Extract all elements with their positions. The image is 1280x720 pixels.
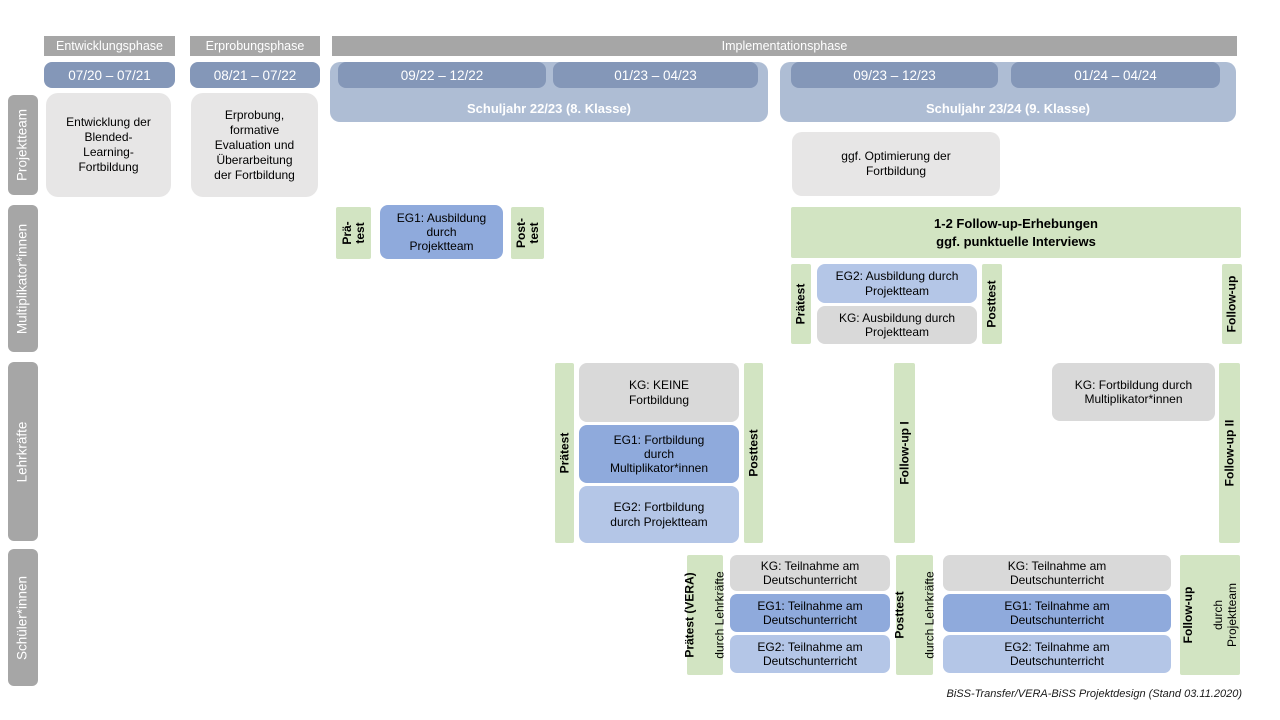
box-eg2-teilnahme-2-text: EG2: Teilnahme am Deutschunterricht	[1004, 639, 1110, 668]
schueler-praetest-vera-text: Prätest (VERA)	[682, 572, 697, 658]
schueler-praetest-vera-column: Prätest (VERA) durch Lehrkräfte	[682, 555, 727, 675]
schueler-praetest-durch-text: durch Lehrkräfte	[712, 571, 727, 659]
box-kg-keine-fortbildung-text: KG: KEINE Fortbildung	[628, 378, 690, 407]
box-eg2-fortbildung-projektteam: EG2: Fortbildung durch Projektteam	[579, 486, 739, 543]
box-ggf-optimierung-text: ggf. Optimierung der Fortbildung	[841, 149, 951, 178]
row-label-lehrkraefte-text: Lehrkräfte	[14, 421, 30, 482]
lehrkraefte-followup1-text: Follow-up I	[896, 421, 911, 485]
phase-erprobungsphase: Erprobungsphase	[190, 36, 320, 56]
row-label-projektteam: Projektteam	[8, 95, 38, 195]
box-kg-teilnahme-2: KG: Teilnahme am Deutschunterricht	[943, 555, 1171, 591]
row-label-multiplikatorinnen-text: Multiplikator*innen	[14, 223, 30, 334]
footer-caption: BiSS-Transfer/VERA-BiSS Projektdesign (S…	[946, 688, 1242, 700]
box-eg2-ausbildung-projektteam-text: EG2: Ausbildung durch Projektteam	[835, 269, 959, 298]
phase-entwicklungsphase: Entwicklungsphase	[44, 36, 175, 56]
date-range-0124-0424: 01/24 – 04/24	[1011, 62, 1220, 88]
schueler-followup-durch-text: durch Projektteam	[1211, 582, 1239, 648]
box-kg-ausbildung-projektteam: KG: Ausbildung durch Projektteam	[817, 306, 977, 344]
box-eg1-teilnahme-2: EG1: Teilnahme am Deutschunterricht	[943, 594, 1171, 632]
box-eg1-teilnahme-1: EG1: Teilnahme am Deutschunterricht	[730, 594, 890, 632]
schoolyear-label-22-23: Schuljahr 22/23 (8. Klasse)	[466, 101, 632, 116]
row-label-schuelerinnen-text: Schüler*innen	[14, 575, 30, 660]
box-eg2-ausbildung-projektteam: EG2: Ausbildung durch Projektteam	[817, 264, 977, 303]
phase-implementationsphase: Implementationsphase	[332, 36, 1237, 56]
lehrkraefte-posttest-column: Posttest	[744, 363, 763, 543]
box-eg1-ausbildung-projektteam-text: EG1: Ausbildung durch Projektteam	[396, 210, 487, 254]
date-range-0720-0721: 07/20 – 07/21	[44, 62, 175, 88]
row-label-schuelerinnen: Schüler*innen	[8, 549, 38, 686]
multiplikatoren-followup-text: Follow-up	[1224, 275, 1239, 333]
box-eg1-ausbildung-projektteam: EG1: Ausbildung durch Projektteam	[380, 205, 503, 259]
box-kg-ausbildung-projektteam-text: KG: Ausbildung durch Projektteam	[838, 310, 956, 339]
box-eg1-fortbildung-multiplikatoren-text: EG1: Fortbildung durch Multiplikator*inn…	[609, 432, 709, 476]
box-eg2-teilnahme-2: EG2: Teilnahme am Deutschunterricht	[943, 635, 1171, 673]
box-entwicklung-fortbildung-text: Entwicklung der Blended- Learning- Fortb…	[66, 115, 151, 174]
box-eg1-fortbildung-multiplikatoren: EG1: Fortbildung durch Multiplikator*inn…	[579, 425, 739, 483]
box-erprobung-evaluation-text: Erprobung, formative Evaluation und Über…	[214, 107, 295, 182]
box-kg-teilnahme-1: KG: Teilnahme am Deutschunterricht	[730, 555, 890, 591]
lehrkraefte-followup2-text: Follow-up II	[1221, 419, 1236, 487]
schueler-posttest-text: Posttest	[891, 591, 906, 639]
multiplikatoren-praetest2-text: Prätest	[793, 283, 808, 325]
lehrkraefte-praetest-text: Prätest	[556, 432, 571, 474]
box-eg1-teilnahme-1-text: EG1: Teilnahme am Deutschunterricht	[757, 598, 863, 627]
date-range-0923-1223: 09/23 – 12/23	[791, 62, 998, 88]
multiplikatoren-praetest2-column: Prätest	[791, 264, 811, 344]
lehrkraefte-followup1-column: Follow-up I	[894, 363, 915, 543]
date-range-0123-0423: 01/23 – 04/23	[553, 62, 758, 88]
multiplikatoren-followup-column: Follow-up	[1222, 264, 1242, 344]
multiplikatoren-posttest2-text: Posttest	[984, 280, 999, 328]
box-kg-fortbildung-multiplikatoren-text: KG: Fortbildung durch Multiplikator*inne…	[1074, 377, 1193, 406]
row-label-projektteam-text: Projektteam	[14, 108, 30, 182]
date-range-0821-0722: 08/21 – 07/22	[190, 62, 320, 88]
multiplikatoren-posttest-text: Post- test	[513, 218, 541, 248]
schueler-posttest-durch-text: durch Lehrkräfte	[922, 571, 937, 659]
row-label-lehrkraefte: Lehrkräfte	[8, 362, 38, 541]
date-range-0922-1222: 09/22 – 12/22	[338, 62, 546, 88]
box-eg2-fortbildung-projektteam-text: EG2: Fortbildung durch Projektteam	[610, 500, 708, 529]
multiplikatoren-praetest-text: Prä- test	[339, 221, 367, 245]
box-eg1-teilnahme-2-text: EG1: Teilnahme am Deutschunterricht	[1004, 598, 1110, 627]
schueler-followup-text: Follow-up	[1180, 586, 1195, 644]
multiplikatoren-praetest-column: Prä- test	[336, 207, 371, 259]
box-entwicklung-fortbildung: Entwicklung der Blended- Learning- Fortb…	[46, 93, 171, 197]
schoolyear-label-23-24: Schuljahr 23/24 (9. Klasse)	[925, 101, 1091, 116]
box-eg2-teilnahme-1-text: EG2: Teilnahme am Deutschunterricht	[757, 639, 863, 668]
box-kg-fortbildung-multiplikatoren: KG: Fortbildung durch Multiplikator*inne…	[1052, 363, 1215, 421]
box-ggf-optimierung: ggf. Optimierung der Fortbildung	[792, 132, 1000, 196]
multiplikatoren-posttest-column: Post- test	[511, 207, 544, 259]
multiplikatoren-posttest2-column: Posttest	[982, 264, 1002, 344]
box-kg-teilnahme-2-text: KG: Teilnahme am Deutschunterricht	[1007, 558, 1107, 587]
box-eg2-teilnahme-1: EG2: Teilnahme am Deutschunterricht	[730, 635, 890, 673]
lehrkraefte-followup2-column: Follow-up II	[1219, 363, 1240, 543]
followup-erhebungen-bar: 1-2 Follow-up-Erhebungen ggf. punktuelle…	[791, 207, 1241, 258]
schueler-followup-column: Follow-up durch Projektteam	[1180, 555, 1240, 675]
schueler-posttest-column: Posttest durch Lehrkräfte	[891, 555, 937, 675]
followup-erhebungen-bar-text: 1-2 Follow-up-Erhebungen ggf. punktuelle…	[934, 215, 1098, 249]
box-kg-teilnahme-1-text: KG: Teilnahme am Deutschunterricht	[760, 558, 860, 587]
row-label-multiplikatorinnen: Multiplikator*innen	[8, 205, 38, 352]
lehrkraefte-posttest-text: Posttest	[745, 429, 760, 477]
box-erprobung-evaluation: Erprobung, formative Evaluation und Über…	[191, 93, 318, 197]
lehrkraefte-praetest-column: Prätest	[555, 363, 574, 543]
box-kg-keine-fortbildung: KG: KEINE Fortbildung	[579, 363, 739, 422]
